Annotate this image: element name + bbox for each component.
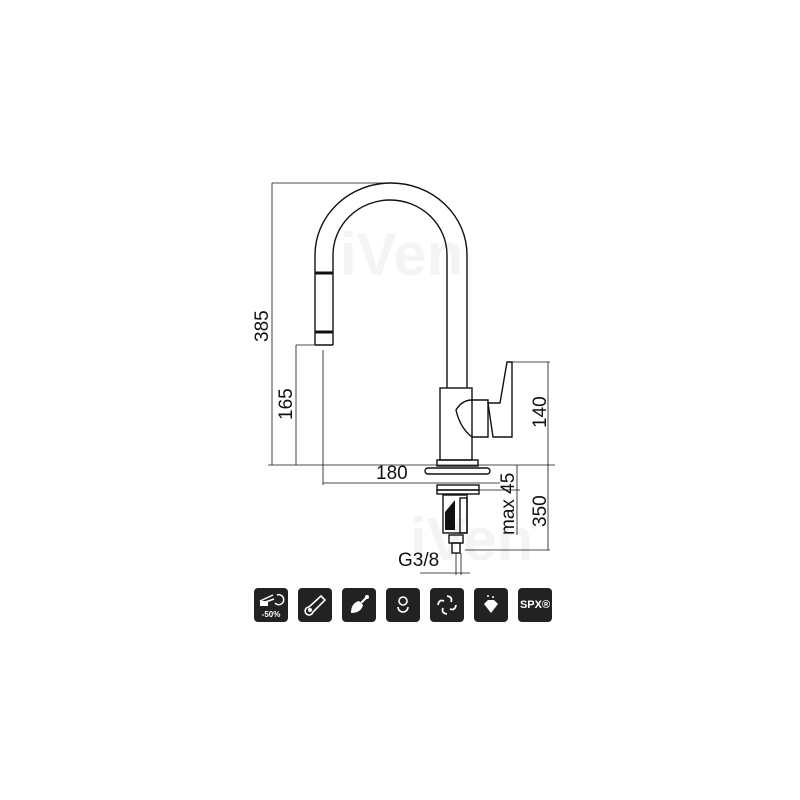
cold-start-icon — [298, 588, 332, 622]
dimension-lines — [268, 182, 555, 574]
dim-140: 140 — [530, 396, 551, 428]
dim-350: 350 — [530, 495, 551, 527]
faucet-outline — [314, 182, 513, 575]
dim-385: 385 — [252, 310, 273, 342]
dim-180: 180 — [376, 463, 408, 484]
aerator-icon — [386, 588, 420, 622]
watermark: iVen iVen — [340, 221, 533, 573]
dim-165: 165 — [276, 388, 297, 420]
spx-icon: SPX® — [518, 588, 552, 622]
svg-text:iVen: iVen — [410, 506, 533, 573]
dim-g3-8: G3/8 — [398, 550, 439, 571]
pull-out-spray-icon — [342, 588, 376, 622]
diamond-quality-icon — [474, 588, 508, 622]
feature-icons: -50% SPX® — [254, 588, 552, 622]
eco-flow-icon: -50% — [254, 588, 288, 622]
dim-max-45: max 45 — [498, 473, 519, 535]
swivel-spout-icon — [430, 588, 464, 622]
svg-text:iVen: iVen — [340, 221, 463, 288]
